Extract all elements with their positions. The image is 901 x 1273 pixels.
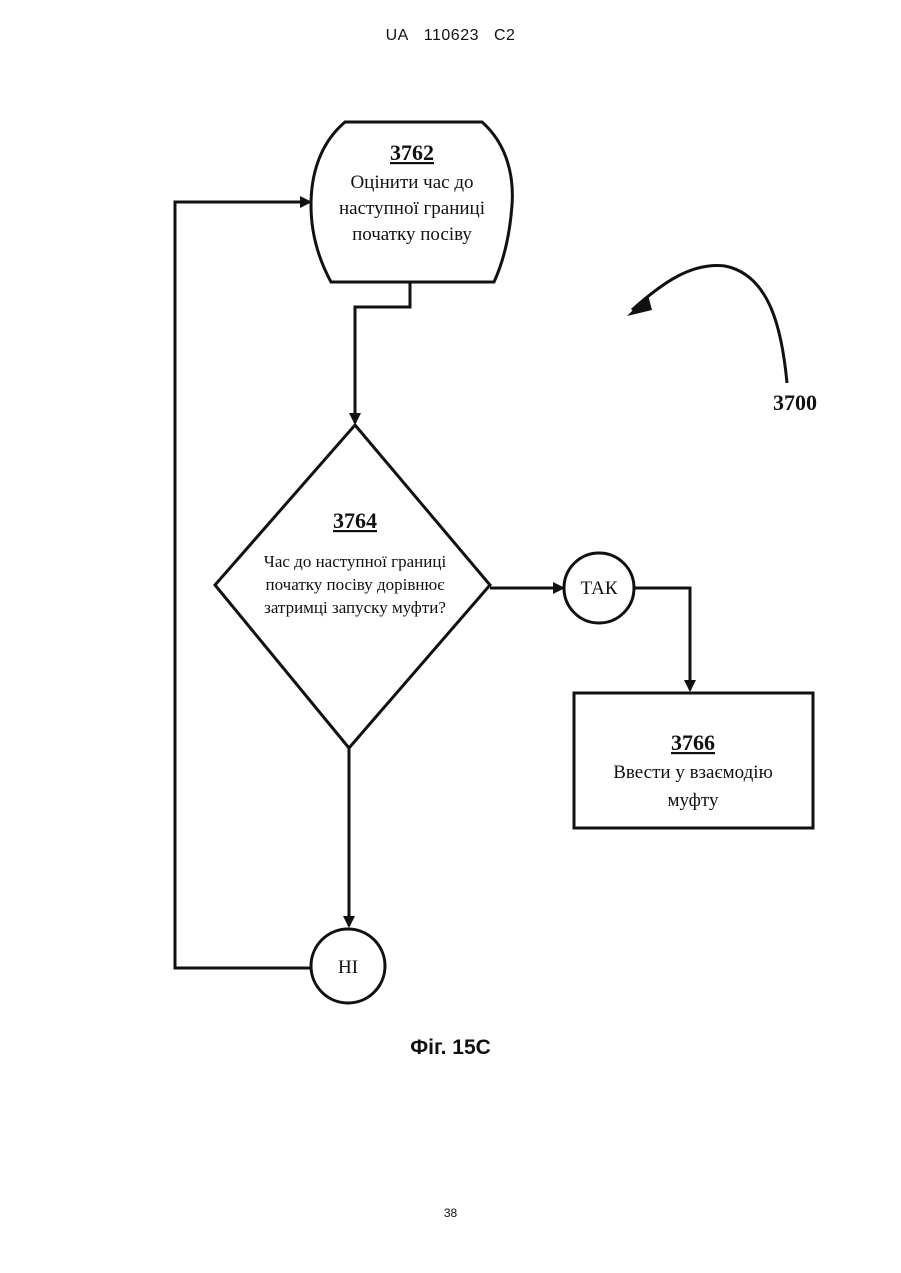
engage-clutch-line-1: Ввести у взаємодію bbox=[613, 762, 773, 783]
connector-estimate-to-decision bbox=[355, 282, 410, 423]
estimate-time-line-1: Оцінити час до bbox=[350, 172, 473, 193]
engage-clutch-node: 3766 Ввести у взаємодію муфту bbox=[574, 693, 813, 828]
estimate-time-number: 3762 bbox=[390, 140, 434, 165]
engage-clutch-line-2: муфту bbox=[668, 790, 719, 811]
connector-yes-to-engage bbox=[634, 588, 690, 690]
decision-number: 3764 bbox=[333, 508, 377, 533]
no-connector: НІ bbox=[311, 929, 385, 1003]
reference-arrow bbox=[632, 266, 787, 383]
reference-arrowhead bbox=[627, 295, 652, 316]
decision-node: 3764 Час до наступної границі початку по… bbox=[215, 425, 490, 748]
no-label: НІ bbox=[338, 957, 358, 978]
decision-line-3: затримці запуску муфти? bbox=[264, 598, 446, 617]
estimate-time-node: 3762 Оцінити час до наступної границі по… bbox=[311, 122, 512, 282]
page-number: 38 bbox=[0, 1206, 901, 1220]
estimate-time-line-2: наступної границі bbox=[339, 198, 485, 219]
decision-line-2: початку посіву дорівнює bbox=[266, 575, 446, 594]
engage-clutch-number: 3766 bbox=[671, 730, 715, 755]
yes-connector: ТАК bbox=[564, 553, 634, 623]
figure-caption: Фіг. 15С bbox=[0, 1036, 901, 1060]
yes-label: ТАК bbox=[580, 578, 617, 599]
decision-line-1: Час до наступної границі bbox=[264, 552, 447, 571]
reference-label: 3700 bbox=[773, 390, 817, 415]
estimate-time-line-3: початку посіву bbox=[352, 224, 472, 245]
